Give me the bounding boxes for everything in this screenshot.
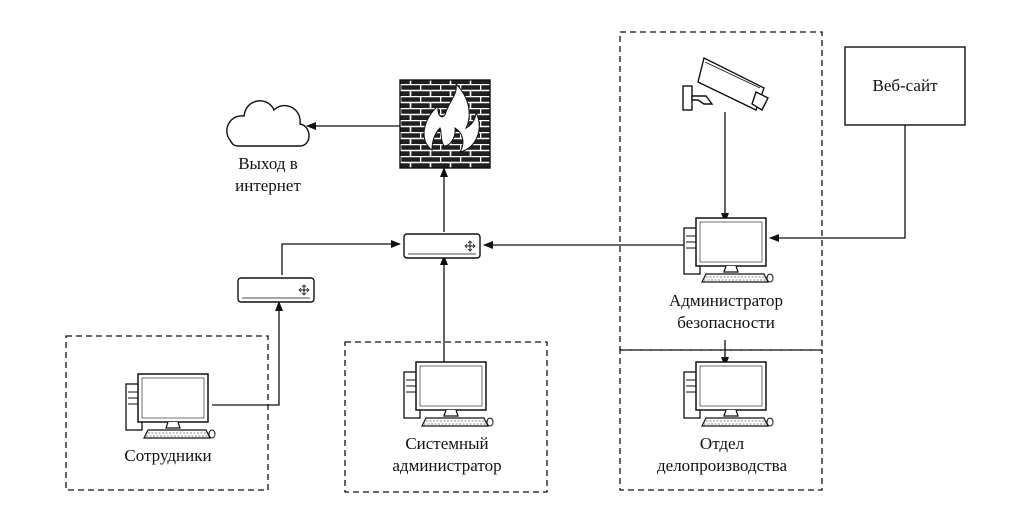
security-admin-label-line1: Администратор [669,291,783,310]
firewall-icon [399,79,491,169]
employees-computer-icon [125,373,216,439]
security-admin-computer-icon [683,217,774,283]
cctv-camera-icon [682,56,769,111]
sysadmin-label-line1: Системный [405,434,489,453]
website-box [844,46,966,126]
records-dept-label: Отдел делопроизводства [657,433,787,477]
website-label: Веб-сайт [872,76,938,95]
sysadmin-computer-icon [403,361,494,427]
records-computer-icon [683,361,774,427]
group-box-records [619,349,823,491]
cloud-icon [226,100,310,147]
line-switch-to-core [281,240,401,275]
group-box-employees [65,335,269,491]
internet-label-line1: Выход в [238,154,298,173]
records-dept-label-line2: делопроизводства [657,456,787,475]
sysadmin-label-line2: администратор [392,456,502,475]
sysadmin-label: Системный администратор [392,433,501,477]
security-admin-label: Администратор безопасности [669,290,783,334]
connections [212,112,906,406]
line-employees-to-switch [212,301,283,406]
internet-label: Выход в интернет [235,153,301,197]
records-dept-label-line1: Отдел [699,434,745,453]
group-box-sysadmin [344,341,548,493]
core-switch-icon [403,233,481,259]
switch-icon [237,277,315,303]
internet-label-line2: интернет [235,176,301,195]
employees-label: Сотрудники [124,446,212,465]
security-admin-label-line2: безопасности [677,313,775,332]
line-website-to-secadmin [769,125,906,242]
